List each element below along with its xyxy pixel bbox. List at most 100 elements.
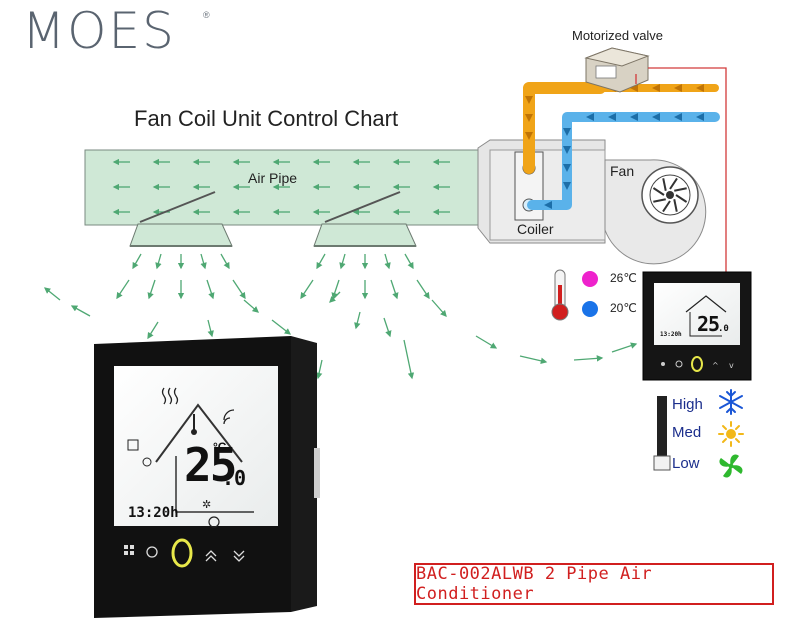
airflow-arrow <box>43 287 61 301</box>
hot-flow-arrow <box>525 132 533 140</box>
temp-high-label: 26℃ <box>610 271 637 285</box>
fan-blade <box>662 178 667 191</box>
fan-label: Fan <box>610 163 635 179</box>
temp-low-dot <box>582 301 598 317</box>
airflow-arrows <box>43 253 638 380</box>
control-wire <box>635 67 727 272</box>
outlet-arrow <box>155 253 162 270</box>
svg-text:✲: ✲ <box>202 498 211 511</box>
speed-high-label: High <box>672 396 703 413</box>
air-outlet-right <box>313 191 417 247</box>
thermostat-clock: 13:20h <box>128 505 179 521</box>
cold-flow-arrow <box>563 182 571 190</box>
svg-text:^: ^ <box>712 361 719 370</box>
fan-blade <box>673 199 678 212</box>
outlet-arrow <box>390 279 399 300</box>
sun-icon <box>718 421 744 447</box>
speed-selector-bar <box>653 396 671 471</box>
hot-flow-arrow <box>674 84 682 92</box>
thermostat-temperature: 25 <box>184 438 237 492</box>
small-thermostat-decimal: .0 <box>718 324 729 334</box>
duct-airflow-arrows <box>112 158 450 216</box>
thermostat-temperature-decimal: .0 <box>222 466 247 490</box>
cold-flow-arrow <box>608 113 616 121</box>
cold-flow-arrow <box>586 113 594 121</box>
airflow-arrow <box>271 319 292 335</box>
outlet-arrow <box>147 279 156 300</box>
airflow-arrow <box>431 299 447 317</box>
outlet-arrow <box>316 253 326 270</box>
airflow-arrow <box>573 355 604 362</box>
airflow-arrow <box>207 319 214 338</box>
hot-flow-arrow <box>630 84 638 92</box>
airflow-arrow <box>329 291 341 303</box>
chart-title: Fan Coil Unit Control Chart <box>134 106 399 131</box>
outlet-arrow <box>339 253 346 270</box>
hot-flow-arrow <box>652 84 660 92</box>
airflow-arrow <box>70 305 91 317</box>
outlet-arrow <box>300 279 314 300</box>
cold-flow-arrow <box>652 113 660 121</box>
snowflake-icon <box>719 389 743 415</box>
fan-icon <box>719 454 743 478</box>
outlet-arrow <box>220 253 230 270</box>
airflow-arrow <box>475 335 498 349</box>
thermostat-unit: °C <box>213 440 227 454</box>
cold-flow-arrow <box>630 113 638 121</box>
brand-logo: MOES <box>22 2 176 60</box>
cold-flow-arrow <box>696 113 704 121</box>
airflow-arrow <box>315 359 323 380</box>
air-outlet-left <box>129 191 233 247</box>
cold-flow-arrow <box>563 128 571 136</box>
outlet-arrow <box>404 253 414 270</box>
outlet-arrow <box>384 253 391 270</box>
cold-flow-arrow <box>563 164 571 172</box>
cold-flow-arrow <box>674 113 682 121</box>
fan-housing <box>604 159 707 265</box>
outlet-arrow <box>116 279 130 300</box>
fan-blade <box>662 200 671 213</box>
outlet-arrow <box>132 253 142 270</box>
coiler-label: Coiler <box>517 221 554 237</box>
outlet-arrow <box>232 279 246 300</box>
airflow-arrow <box>147 321 159 340</box>
wall-thermostat: ✲ <box>94 336 320 618</box>
fan-blade <box>653 198 666 203</box>
small-thermostat: ^ v <box>642 271 752 381</box>
registered-mark: ® <box>203 10 210 20</box>
temp-low-label: 20℃ <box>610 301 637 315</box>
airflow-arrow <box>611 342 638 353</box>
hot-flow-arrow <box>696 84 704 92</box>
outlet-arrow <box>416 279 430 300</box>
hot-flow-arrow <box>525 114 533 122</box>
air-pipe-label: Air Pipe <box>248 170 298 186</box>
fan-blade <box>674 187 687 192</box>
airflow-arrow <box>354 311 361 330</box>
motorized-valve <box>584 47 650 93</box>
airflow-arrow <box>403 339 415 380</box>
airflow-arrow <box>519 355 548 364</box>
temp-high-dot <box>582 271 598 287</box>
speed-med-label: Med <box>672 424 702 441</box>
product-model: BAC-002ALWB 2 Pipe Air Conditioner <box>416 564 653 604</box>
cold-flow-arrow <box>563 146 571 154</box>
thermometer-icon <box>551 269 569 321</box>
outlet-arrow <box>206 279 215 300</box>
small-thermostat-clock: 13:20h <box>660 331 682 338</box>
small-thermostat-temperature: 25 <box>697 312 720 336</box>
cold-flow-arrow <box>544 201 552 209</box>
speed-low-label: Low <box>672 455 700 472</box>
outlet-arrow <box>200 253 207 270</box>
product-label-box: BAC-002ALWB 2 Pipe Air Conditioner <box>414 563 774 605</box>
motorized-valve-label: Motorized valve <box>572 28 664 43</box>
airflow-arrow <box>383 317 392 338</box>
cold-water-pipe <box>527 112 720 210</box>
fan-blade <box>652 187 665 196</box>
hot-flow-arrow <box>525 96 533 104</box>
outlet-arrow <box>331 279 340 300</box>
airflow-arrow <box>243 299 259 313</box>
svg-text:v: v <box>729 361 734 370</box>
fan-blade <box>675 194 688 203</box>
fan-blade <box>669 177 678 190</box>
